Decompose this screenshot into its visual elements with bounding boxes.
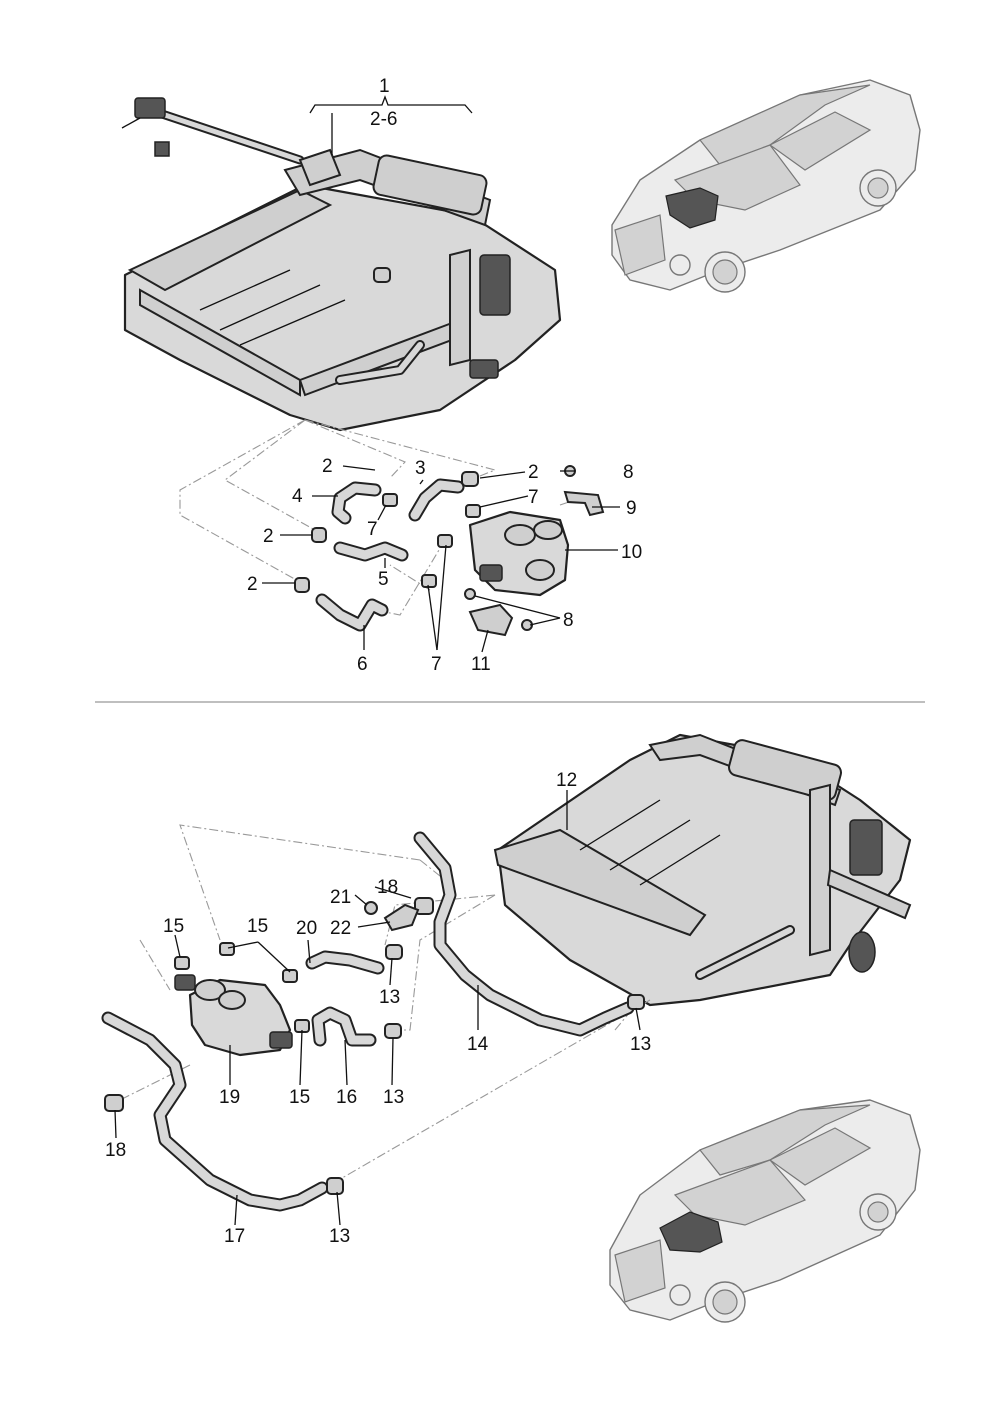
clamp-2b <box>461 471 479 487</box>
heater-unit-bottom <box>493 733 912 1007</box>
clip-7 <box>382 493 481 588</box>
callout-17: 17 <box>224 1226 245 1247</box>
callout-8b: 8 <box>563 610 574 631</box>
hose-20 <box>305 950 385 975</box>
callout-14: 14 <box>467 1034 489 1055</box>
callout-2d: 2 <box>247 574 258 595</box>
callout-5: 5 <box>378 569 389 590</box>
callout-11: 11 <box>471 654 491 675</box>
hose-16 <box>311 1006 377 1047</box>
leader-lines-top <box>262 465 620 653</box>
callout-22: 22 <box>330 918 351 939</box>
clamp-13 <box>326 944 645 1195</box>
hose-3 <box>408 478 465 522</box>
hose-14 <box>413 831 635 1037</box>
callout-2b: 2 <box>528 462 539 483</box>
callout-2a: 2 <box>322 456 333 477</box>
callout-2-6: 2-6 <box>370 109 397 130</box>
bracket-22 <box>383 903 420 932</box>
hose-6 <box>315 593 389 632</box>
wiring-harness <box>121 97 305 165</box>
clamp-2d <box>294 577 310 593</box>
valve-19 <box>174 974 293 1057</box>
callout-7b: 7 <box>367 519 378 540</box>
callout-7c: 7 <box>431 654 442 675</box>
vehicle-location-illustration-top <box>611 79 921 293</box>
clamp-18 <box>104 897 434 1112</box>
hose-17 <box>101 1011 329 1212</box>
leader-lines-bottom <box>114 790 641 1226</box>
callout-7a: 7 <box>528 487 539 508</box>
callout-9: 9 <box>626 498 637 519</box>
callout-6: 6 <box>357 654 368 675</box>
callout-1: 1 <box>379 76 390 97</box>
clamp-2a <box>373 267 391 283</box>
callout-21: 21 <box>330 887 351 908</box>
valve-10 <box>468 510 570 597</box>
vehicle-location-illustration-bottom <box>609 1099 921 1323</box>
callout-15c: 15 <box>289 1087 310 1108</box>
callout-18b: 18 <box>377 877 398 898</box>
callout-8a: 8 <box>623 462 634 483</box>
callout-15b: 15 <box>247 916 268 937</box>
clamp-2c <box>311 527 327 543</box>
heater-unit-top <box>123 148 562 432</box>
callout-19: 19 <box>219 1087 240 1108</box>
callout-2c: 2 <box>263 526 274 547</box>
callout-15a: 15 <box>163 916 184 937</box>
callout-13d: 13 <box>329 1226 350 1247</box>
hose-4 <box>331 481 382 525</box>
callout-12: 12 <box>556 770 577 791</box>
callout-16: 16 <box>336 1087 357 1108</box>
bracket-9 <box>563 490 605 517</box>
callout-4: 4 <box>292 486 303 507</box>
callout-10: 10 <box>621 542 642 563</box>
hose-5 <box>333 541 409 562</box>
nut-21 <box>364 901 378 915</box>
callout-3: 3 <box>415 458 426 479</box>
callout-20: 20 <box>296 918 317 939</box>
callout-13a: 13 <box>379 987 400 1008</box>
bracket-11 <box>468 603 514 637</box>
callout-13b: 13 <box>630 1034 651 1055</box>
callout-18a: 18 <box>105 1140 126 1161</box>
clip-15 <box>174 942 310 1033</box>
callout-bracket-1 <box>309 95 473 155</box>
callout-13c: 13 <box>383 1087 404 1108</box>
